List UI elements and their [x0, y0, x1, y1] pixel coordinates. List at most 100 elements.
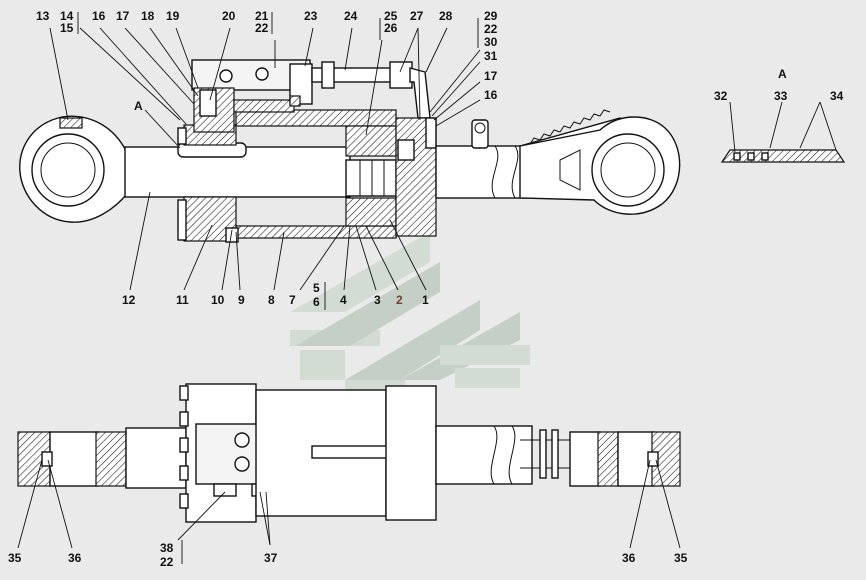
- callout-26: 26: [384, 21, 398, 35]
- head-port: [397, 139, 415, 161]
- callout-36-left: 36: [68, 551, 82, 565]
- callout-23: 23: [304, 9, 318, 23]
- callout-14: 14: [60, 9, 74, 23]
- callout-36-right: 36: [622, 551, 636, 565]
- gland-bolts: [177, 199, 187, 241]
- callout-4: 4: [340, 293, 347, 307]
- leader-lines: [17, 12, 837, 564]
- bolt-p1: [179, 385, 189, 401]
- section-view: [19, 59, 681, 243]
- bracket: [471, 119, 489, 149]
- detail-a-hole-3: [761, 152, 769, 161]
- ring-10: [225, 227, 239, 243]
- bolt-p4: [179, 465, 189, 481]
- callout-5: 5: [313, 281, 320, 295]
- callout-30: 30: [484, 35, 498, 49]
- callout-a: A: [134, 99, 143, 113]
- callout-31: 31: [484, 49, 498, 63]
- callout-9: 9: [238, 293, 245, 307]
- pipe-nut-right: [389, 61, 413, 89]
- callout-27: 27: [410, 9, 424, 23]
- callout-18: 18: [141, 9, 155, 23]
- head-plan: [385, 385, 437, 521]
- callout-38: 38: [160, 541, 174, 555]
- valve-channel: [233, 99, 295, 113]
- callout-33: 33: [774, 89, 788, 103]
- detail-a-title: A: [778, 67, 787, 81]
- pipe-nut-left: [321, 61, 335, 89]
- bracket-plan-2: [551, 429, 559, 479]
- detail-a-view: [720, 149, 846, 163]
- watermark-logo: [290, 232, 530, 402]
- callout-28: 28: [439, 9, 453, 23]
- callout-34: 34: [830, 89, 844, 103]
- end-right-outer: [651, 431, 681, 487]
- detail-a-hole-2: [747, 152, 755, 161]
- end-left-outer: [95, 431, 127, 487]
- piston-core: [345, 159, 397, 197]
- callout-13: 13: [36, 9, 50, 23]
- callout-22-c: 22: [160, 555, 174, 569]
- callout-25: 25: [384, 9, 398, 23]
- tube-wall-8: [235, 225, 397, 239]
- callout-8: 8: [268, 293, 275, 307]
- plan-view: [17, 383, 681, 523]
- piston-upper: [345, 125, 397, 157]
- gland-bolt-top: [177, 127, 187, 145]
- callout-17: 17: [116, 9, 130, 23]
- callout-7: 7: [289, 293, 296, 307]
- valve-spool: [199, 89, 217, 117]
- bolt-p5: [179, 493, 189, 509]
- end-right-inner: [569, 431, 601, 487]
- valve-seal: [289, 95, 301, 107]
- bracket-plan: [539, 429, 547, 479]
- seal-36-left: [41, 451, 53, 467]
- callout-6: 6: [313, 295, 320, 309]
- eye-bushing-left: [40, 142, 96, 198]
- callout-1: 1: [422, 293, 429, 307]
- head-fitting-16: [425, 117, 437, 149]
- end-right-hatch: [597, 431, 619, 487]
- eye-bushing-right: [600, 142, 656, 198]
- callout-12: 12: [122, 293, 136, 307]
- callout-15: 15: [60, 21, 74, 35]
- callout-labels: 13 14 15 16 17 18 19 20 21 22 23 24 25 2…: [8, 9, 844, 569]
- bolt-p2: [179, 411, 189, 427]
- end-left-bushing: [49, 431, 99, 487]
- callout-11: 11: [176, 293, 189, 307]
- plug-38: [213, 483, 237, 497]
- eye-bore-left: [31, 133, 105, 207]
- callout-29: 29: [484, 9, 498, 23]
- callout-16-b: 16: [484, 88, 498, 102]
- callout-32: 32: [714, 89, 728, 103]
- piston-lower: [345, 197, 397, 227]
- callout-21: 21: [255, 9, 269, 23]
- callout-19: 19: [166, 9, 180, 23]
- callout-24: 24: [344, 9, 358, 23]
- callout-3: 3: [374, 293, 381, 307]
- detail-a-hole-1: [733, 152, 741, 161]
- valve-plug-1: [234, 432, 250, 448]
- seal-36-right: [647, 451, 659, 467]
- callout-2: 2: [396, 293, 403, 307]
- callout-16: 16: [92, 9, 106, 23]
- callout-22-b: 22: [484, 22, 498, 36]
- grease-fitting-13: [59, 117, 83, 129]
- plug-22: [255, 67, 269, 81]
- plug-21: [219, 69, 233, 83]
- valve-cap: [289, 63, 313, 105]
- callout-10: 10: [211, 293, 225, 307]
- callout-20: 20: [222, 9, 236, 23]
- callout-22-a: 22: [255, 21, 269, 35]
- callout-35-right: 35: [674, 551, 688, 565]
- eye-bore-right: [591, 133, 665, 207]
- rod-right-plan: [435, 425, 533, 485]
- bolt-p3: [179, 437, 189, 453]
- callout-35-left: 35: [8, 551, 22, 565]
- valve-plug-3: [234, 456, 250, 472]
- callout-17-b: 17: [484, 69, 498, 83]
- rod-plan: [125, 427, 187, 489]
- pipe-plan: [311, 445, 397, 459]
